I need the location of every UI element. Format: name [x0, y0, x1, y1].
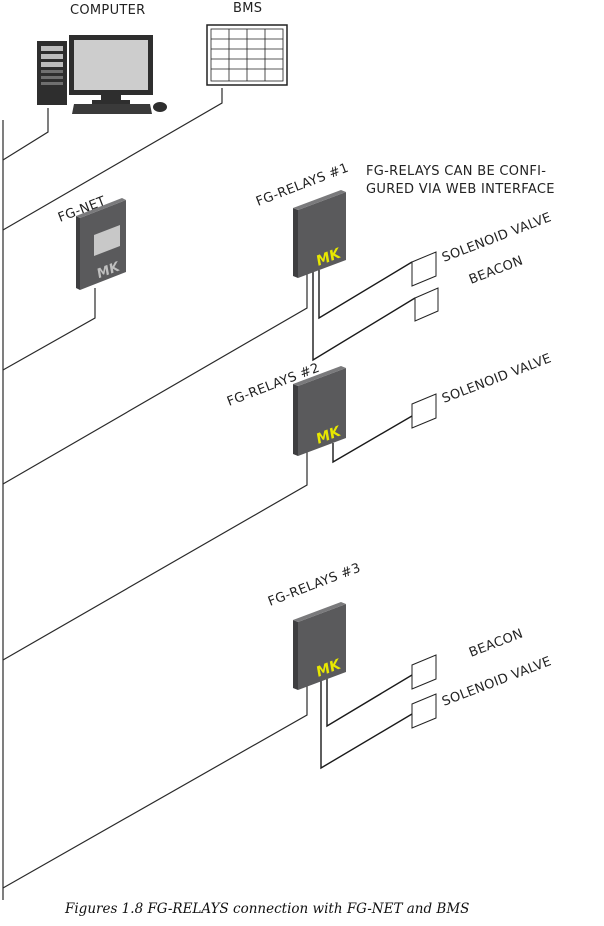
relays-3-device: MK	[293, 602, 346, 690]
relays-1-beacon-box	[414, 287, 439, 322]
relays-3-beacon-box	[411, 654, 437, 690]
relays-2-output-1-label: SOLENOID VALVE	[440, 351, 554, 407]
relays-1-output-1-label: SOLENOID VALVE	[440, 210, 554, 266]
relays-1-solenoid-box	[411, 251, 437, 287]
relays-3-label: FG-RELAYS #3	[266, 561, 363, 610]
relays-1-wire	[2, 270, 308, 485]
relays-3-out-wire-b	[326, 674, 413, 728]
relays-3-output-1-label: BEACON	[467, 626, 525, 660]
relays-3-wire	[2, 675, 308, 889]
computer-tower-icon	[37, 41, 67, 105]
relays-1-out-wire-a	[312, 272, 416, 362]
monitor-icon	[69, 35, 153, 104]
relays-1-output-2-label: BEACON	[467, 253, 525, 287]
relays-3-out-wire-a	[320, 678, 413, 770]
relays-2-wire	[2, 448, 308, 661]
bms-wire	[2, 88, 223, 231]
fg-net-screen	[94, 225, 120, 256]
web-note-line-2: GURED VIA WEB INTERFACE	[366, 182, 555, 197]
relays-1-device: MK	[293, 190, 346, 278]
computer-label: COMPUTER	[70, 3, 145, 18]
web-note-line-1: FG-RELAYS CAN BE CONFI-	[366, 164, 546, 179]
bms-label: BMS	[233, 1, 262, 16]
relays-1-out-wire-b	[318, 261, 413, 320]
fg-net-device: MK	[76, 198, 126, 290]
relays-3-output-2-label: SOLENOID VALVE	[440, 654, 554, 710]
bms-grid-icon	[206, 24, 288, 86]
wiring	[2, 88, 416, 900]
mouse-icon	[153, 102, 167, 112]
relays-2-out-wire	[332, 415, 413, 464]
keyboard-icon	[72, 104, 152, 114]
relays-2-solenoid-box	[411, 393, 437, 429]
relays-2-device: MK	[293, 366, 346, 456]
figure-caption: Figures 1.8 FG-RELAYS connection with FG…	[64, 901, 469, 917]
computer-wire	[2, 108, 49, 161]
computer: COMPUTER	[37, 3, 167, 114]
relays-3-solenoid-box	[411, 693, 437, 729]
bms: BMS	[206, 1, 288, 86]
fg-net-wire	[2, 288, 96, 371]
